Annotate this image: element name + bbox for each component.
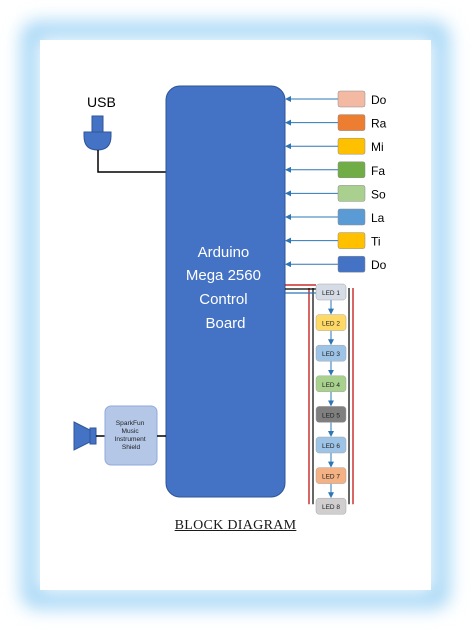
board-line-4: Board [205,315,245,332]
led-2 [315,314,347,331]
page-glow [22,22,449,608]
led-8 [315,497,347,515]
note-button-5 [337,185,366,202]
led-label-3: LED 3 [322,351,340,358]
note-button-2 [337,114,366,131]
led-1 [315,283,347,301]
speaker-icon [73,421,97,451]
note-button-6 [337,208,366,226]
led-label-1: LED 1 [322,290,340,297]
note-label-2: Ra [371,117,387,131]
note-button-1 [337,90,366,108]
shield-line-1: SparkFun [116,420,145,427]
note-label-7: Ti [371,235,381,249]
note-label-1: Do [371,93,387,107]
shield-line-4: Shield [122,444,141,451]
diagram-caption: BLOCK DIAGRAM [174,518,297,533]
led-chain: LED 1 LED 2 LED 3 LED 4 LED 5 LED 6 LED 7 LED 8 [285,283,354,515]
led-3 [315,344,347,362]
usb-label: USB [87,94,116,110]
led-label-8: LED 8 [322,504,340,511]
led-6 [315,436,347,454]
led-label-7: LED 7 [322,474,340,481]
board-line-3: Control [199,291,247,308]
led-4 [315,375,347,393]
note-label-4: Fa [371,164,385,178]
music-shield-label: SparkFun Music Instrument Shield [115,420,148,451]
note-button-8 [337,255,366,273]
note-label-3: Mi [371,140,384,154]
led-label-5: LED 5 [322,412,340,419]
note-label-5: So [371,187,386,201]
led-label-6: LED 6 [322,443,340,450]
led-label-2: LED 2 [322,321,340,328]
note-button-4 [337,161,366,179]
note-label-6: La [371,211,385,225]
led-label-4: LED 4 [322,382,340,389]
arduino-board-label: Arduino Mega 2560 Control Board [186,244,265,332]
note-label-8: Do [371,258,387,272]
shield-line-2: Music [121,428,139,435]
usb-cable [97,150,166,173]
note-button-7 [337,232,366,249]
arduino-board [165,85,286,498]
board-line-1: Arduino [198,244,250,261]
shield-line-3: Instrument [115,436,146,443]
board-line-2: Mega 2560 [186,267,261,284]
led-5 [315,406,347,423]
led-7 [315,467,347,484]
note-button-3 [337,137,366,155]
usb-plug-icon [83,115,112,151]
